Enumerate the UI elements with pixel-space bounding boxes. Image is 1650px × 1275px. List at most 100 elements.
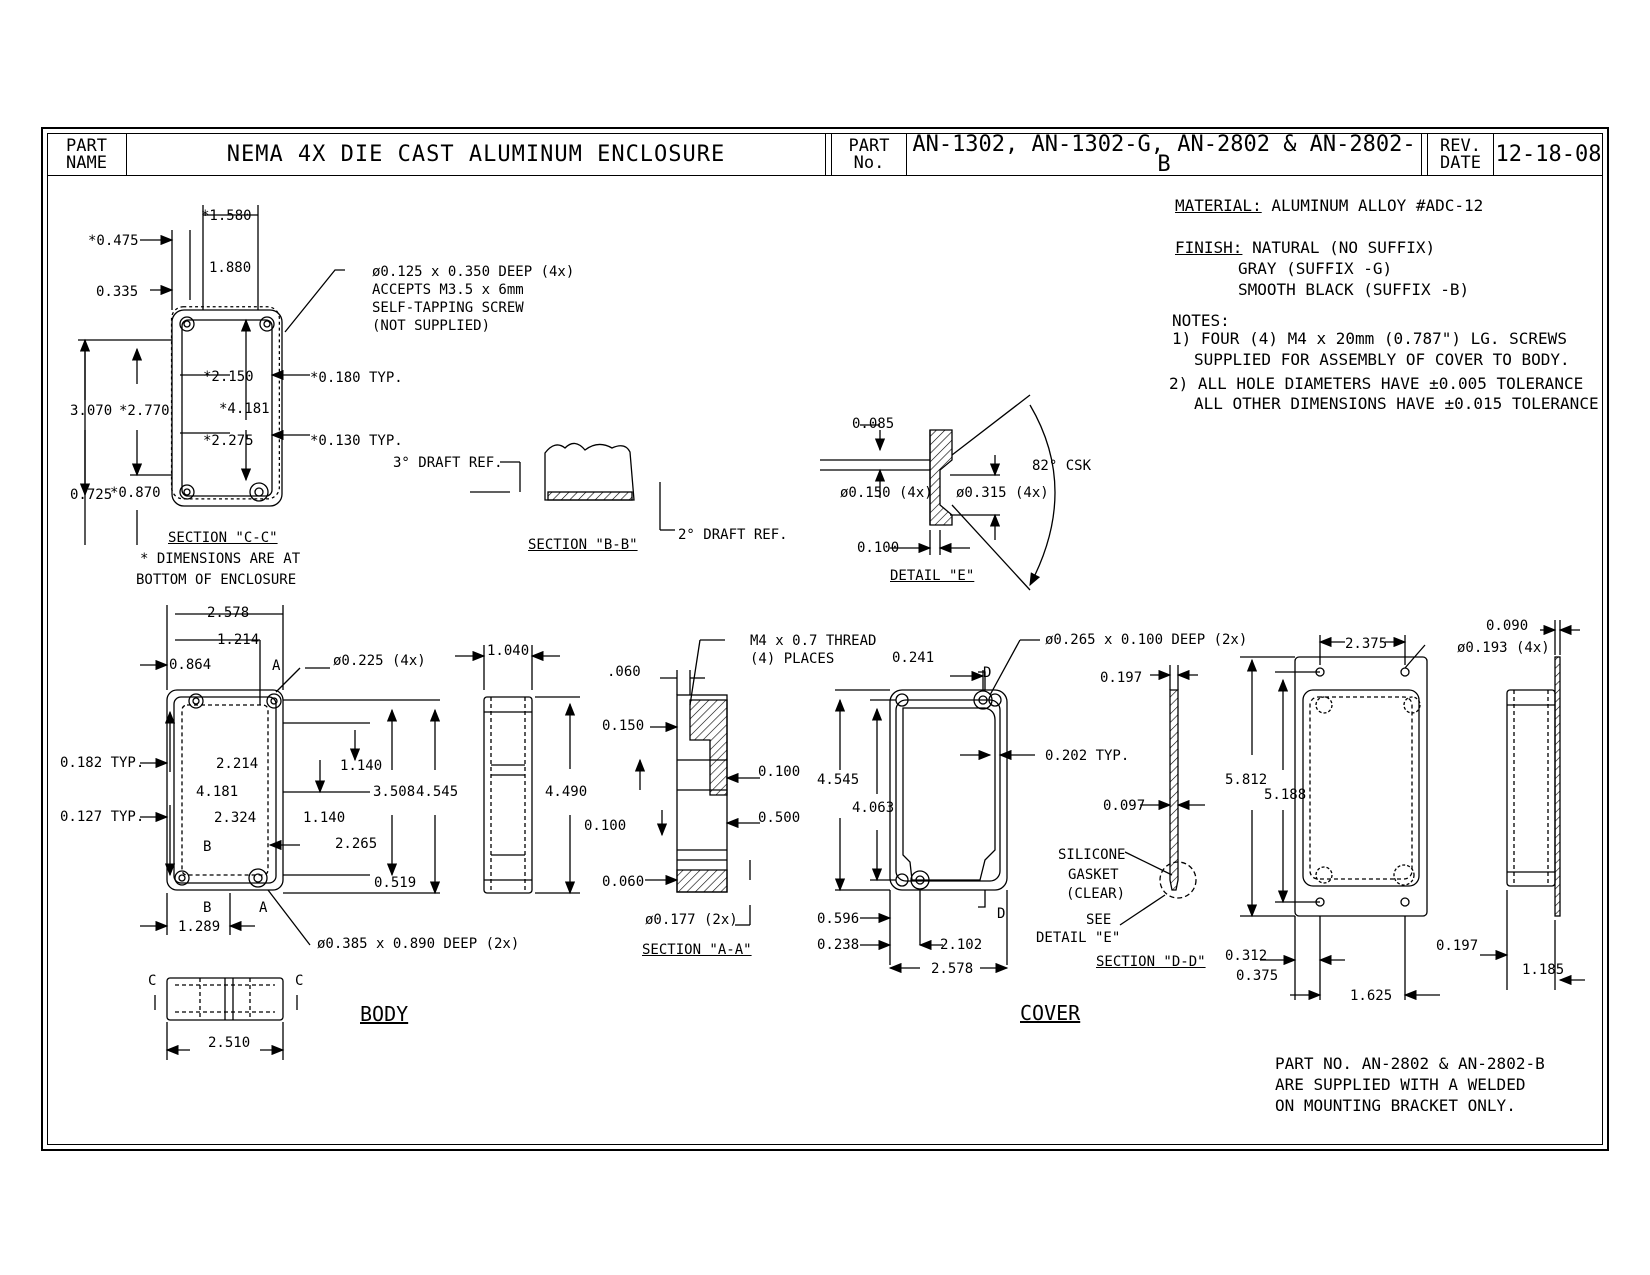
see-detail-2: DETAIL "E" bbox=[1036, 930, 1121, 946]
dim-2102: 2.102 bbox=[940, 937, 983, 953]
body-top-view bbox=[140, 605, 441, 946]
draft-2-label: 2° DRAFT REF. bbox=[678, 527, 788, 543]
dim-2510: 2.510 bbox=[208, 1035, 251, 1051]
dim-1880: 1.880 bbox=[209, 260, 252, 276]
see-detail-1: SEE bbox=[1086, 912, 1112, 928]
finish-value-3: SMOOTH BLACK (SUFFIX -B) bbox=[1238, 280, 1470, 299]
bracket-note-2: ARE SUPPLIED WITH A WELDED bbox=[1275, 1075, 1526, 1094]
dim-0090: 0.090 bbox=[1486, 618, 1529, 634]
dim-0100-aa-b: 0.100 bbox=[584, 818, 627, 834]
part-name: NEMA 4X DIE CAST ALUMINUM ENCLOSURE bbox=[127, 133, 826, 176]
part-name-label: PART NAME bbox=[47, 133, 127, 176]
dim-1625: 1.625 bbox=[1350, 988, 1393, 1004]
dim-0060: 0.060 bbox=[602, 874, 645, 890]
mark-d-top: D bbox=[983, 665, 992, 681]
draft-3-label: 3° DRAFT REF. bbox=[393, 455, 503, 471]
hole-note-4: (NOT SUPPLIED) bbox=[372, 318, 491, 334]
part-no-label: PART No. bbox=[832, 133, 907, 176]
section-aa-view bbox=[634, 639, 760, 926]
section-cc-note-1: * DIMENSIONS ARE AT bbox=[140, 551, 301, 567]
body-end-view bbox=[154, 977, 298, 1060]
dim-0180: *0.180 TYP. bbox=[310, 370, 403, 386]
dim-2214: 2.214 bbox=[216, 756, 259, 772]
bracket-side-view bbox=[1480, 620, 1585, 990]
body-side-view bbox=[455, 645, 580, 895]
material-label: MATERIAL: bbox=[1175, 196, 1262, 215]
mark-c-left: C bbox=[148, 973, 157, 989]
gasket-note-3: (CLEAR) bbox=[1066, 886, 1126, 902]
notes-label: NOTES: bbox=[1172, 311, 1230, 330]
dim-0130: *0.130 TYP. bbox=[310, 433, 403, 449]
dim-0238: 0.238 bbox=[817, 937, 860, 953]
note-2b: ALL OTHER DIMENSIONS HAVE ±0.015 TOLERAN… bbox=[1194, 394, 1599, 413]
rev-date-label: REV. DATE bbox=[1428, 133, 1494, 176]
title-divider bbox=[826, 133, 832, 176]
dim-1040: 1.040 bbox=[487, 643, 530, 659]
dim-1140-b: 1.140 bbox=[303, 810, 346, 826]
section-cc-view bbox=[78, 205, 345, 545]
dim-0315: ø0.315 (4x) bbox=[956, 485, 1049, 501]
mark-a-bottom: A bbox=[259, 900, 268, 916]
dim-1289: 1.289 bbox=[178, 919, 221, 935]
detail-e-title: DETAIL "E" bbox=[890, 568, 975, 584]
gasket-note-2: GASKET bbox=[1068, 867, 1119, 883]
dim-5188: 5.188 bbox=[1264, 787, 1307, 803]
section-dd-view bbox=[1119, 665, 1205, 926]
dim-0500: 0.500 bbox=[758, 810, 801, 826]
dim-0197-bracket: 0.197 bbox=[1436, 938, 1479, 954]
dim-0150: ø0.150 (4x) bbox=[840, 485, 933, 501]
dim-0725: 0.725 bbox=[70, 487, 113, 503]
dim-5812: 5.812 bbox=[1225, 772, 1268, 788]
dim-2770: *2.770 bbox=[119, 403, 170, 419]
section-bb-view bbox=[470, 442, 675, 531]
mark-a-top: A bbox=[272, 658, 281, 674]
dim-3070: 3.070 bbox=[70, 403, 113, 419]
body-label: BODY bbox=[360, 1002, 409, 1026]
section-bb-title: SECTION "B-B" bbox=[528, 537, 638, 553]
note-1b: SUPPLIED FOR ASSEMBLY OF COVER TO BODY. bbox=[1194, 350, 1570, 369]
dim-0182: 0.182 TYP. bbox=[60, 755, 145, 771]
dim-1140-a: 1.140 bbox=[340, 758, 383, 774]
gasket-note-1: SILICONE bbox=[1058, 847, 1126, 863]
dim-0870: *0.870 bbox=[110, 485, 161, 501]
title-block-rule bbox=[47, 175, 1603, 176]
dim-0312: 0.312 bbox=[1225, 948, 1268, 964]
thread-note-2: (4) PLACES bbox=[750, 651, 835, 667]
dim-0202: 0.202 TYP. bbox=[1045, 748, 1130, 764]
dim-0197-cover: 0.197 bbox=[1100, 670, 1143, 686]
dim-0596: 0.596 bbox=[817, 911, 860, 927]
mark-b-bottom: B bbox=[203, 900, 212, 916]
finish-value-2: GRAY (SUFFIX -G) bbox=[1238, 259, 1393, 278]
dim-0100: 0.100 bbox=[857, 540, 900, 556]
dim-0265: ø0.265 x 0.100 DEEP (2x) bbox=[1045, 632, 1248, 648]
mark-c-right: C bbox=[295, 973, 304, 989]
dim-4490: 4.490 bbox=[545, 784, 588, 800]
dim-0177: ø0.177 (2x) bbox=[645, 912, 738, 928]
dim-0193: ø0.193 (4x) bbox=[1457, 640, 1550, 656]
cover-label: COVER bbox=[1020, 1001, 1081, 1025]
dim-4063: 4.063 bbox=[852, 800, 895, 816]
dim-0519: 0.519 bbox=[374, 875, 417, 891]
mark-b-top: B bbox=[203, 839, 212, 855]
dim-1580: *1.580 bbox=[201, 208, 252, 224]
dim-1214: 1.214 bbox=[217, 632, 260, 648]
rev-date: 12-18-08 bbox=[1495, 141, 1602, 167]
bracket-note-3: ON MOUNTING BRACKET ONLY. bbox=[1275, 1096, 1516, 1115]
dim-0864: 0.864 bbox=[169, 657, 212, 673]
hole-note-1: ø0.125 x 0.350 DEEP (4x) bbox=[372, 264, 575, 280]
dim-4181-body: 4.181 bbox=[196, 784, 239, 800]
drawing-frame bbox=[41, 127, 1609, 1151]
detail-e-view bbox=[820, 394, 1056, 591]
title-divider bbox=[1422, 133, 1428, 176]
dim-2265: 2.265 bbox=[335, 836, 378, 852]
hole-note-3: SELF-TAPPING SCREW bbox=[372, 300, 524, 316]
dim-2150: *2.150 bbox=[203, 369, 254, 385]
thread-note-1: M4 x 0.7 THREAD bbox=[750, 633, 877, 649]
finish-label: FINISH: bbox=[1175, 238, 1243, 257]
dim-0375: 0.375 bbox=[1236, 968, 1279, 984]
section-dd-title: SECTION "D-D" bbox=[1096, 954, 1206, 970]
csk-label: 82° CSK bbox=[1032, 458, 1092, 474]
dim-0335: 0.335 bbox=[96, 284, 139, 300]
dim-0097: 0.097 bbox=[1103, 798, 1146, 814]
